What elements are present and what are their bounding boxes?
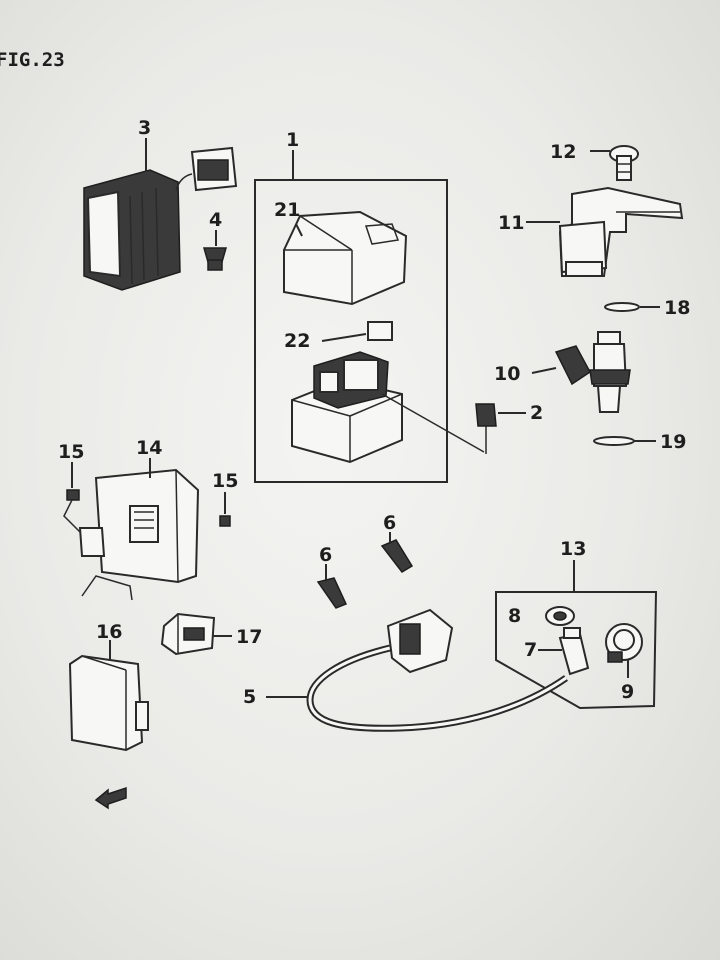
part-22-fuse xyxy=(367,321,393,341)
part-3-regulator xyxy=(83,169,181,291)
part-16-module xyxy=(68,654,149,752)
callout-4: 4 xyxy=(209,209,222,231)
callout-6-lower: 6 xyxy=(319,544,332,566)
part-15-screw-right xyxy=(219,515,231,527)
leader-21 xyxy=(295,223,303,237)
part-4-bolt xyxy=(203,247,227,271)
frame-group-1 xyxy=(254,179,448,483)
callout-8: 8 xyxy=(508,605,521,627)
leader-22 xyxy=(321,333,367,342)
figure-title: FIG.23 xyxy=(0,49,65,71)
part-19-oring xyxy=(593,436,635,446)
part-15-screw-left xyxy=(63,489,81,533)
callout-22: 22 xyxy=(284,330,310,352)
callout-13: 13 xyxy=(560,538,586,560)
callout-12: 12 xyxy=(550,141,576,163)
relay-wire xyxy=(381,393,485,453)
part-12-bolt xyxy=(609,145,639,181)
part-11-sensor xyxy=(558,186,684,277)
callout-15-left: 15 xyxy=(58,441,84,463)
part-7-sensor xyxy=(558,627,590,676)
part-14-ecu xyxy=(78,468,200,601)
callout-6-upper: 6 xyxy=(383,512,396,534)
part-9-switch xyxy=(605,623,643,663)
callout-3: 3 xyxy=(138,117,151,139)
part-18-oring xyxy=(604,302,640,312)
direction-arrow-icon xyxy=(94,786,127,810)
part-5-harness xyxy=(306,608,568,732)
callout-9: 9 xyxy=(621,681,634,703)
part-8-nut xyxy=(545,606,575,626)
callout-17: 17 xyxy=(236,626,262,648)
leader-10 xyxy=(531,367,557,374)
part-17-connector xyxy=(160,612,216,656)
callout-19: 19 xyxy=(660,431,686,453)
part-3-connector xyxy=(175,146,238,192)
callout-5: 5 xyxy=(243,686,256,708)
part-1-relay xyxy=(291,351,403,464)
callout-15-right: 15 xyxy=(212,470,238,492)
callout-2: 2 xyxy=(530,402,543,424)
part-6-bolt-lower xyxy=(316,577,348,609)
callout-21: 21 xyxy=(274,199,300,221)
callout-10: 10 xyxy=(494,363,520,385)
callout-1: 1 xyxy=(286,129,299,151)
callout-14: 14 xyxy=(136,437,162,459)
part-2-terminal xyxy=(475,403,497,454)
callout-18: 18 xyxy=(664,297,690,319)
part-21-cover xyxy=(283,210,408,306)
part-6-bolt-upper xyxy=(380,539,414,573)
callout-16: 16 xyxy=(96,621,122,643)
part-10-injector xyxy=(554,331,631,413)
frame-group-13 xyxy=(495,591,658,710)
callout-11: 11 xyxy=(498,212,524,234)
callout-7: 7 xyxy=(524,639,537,661)
